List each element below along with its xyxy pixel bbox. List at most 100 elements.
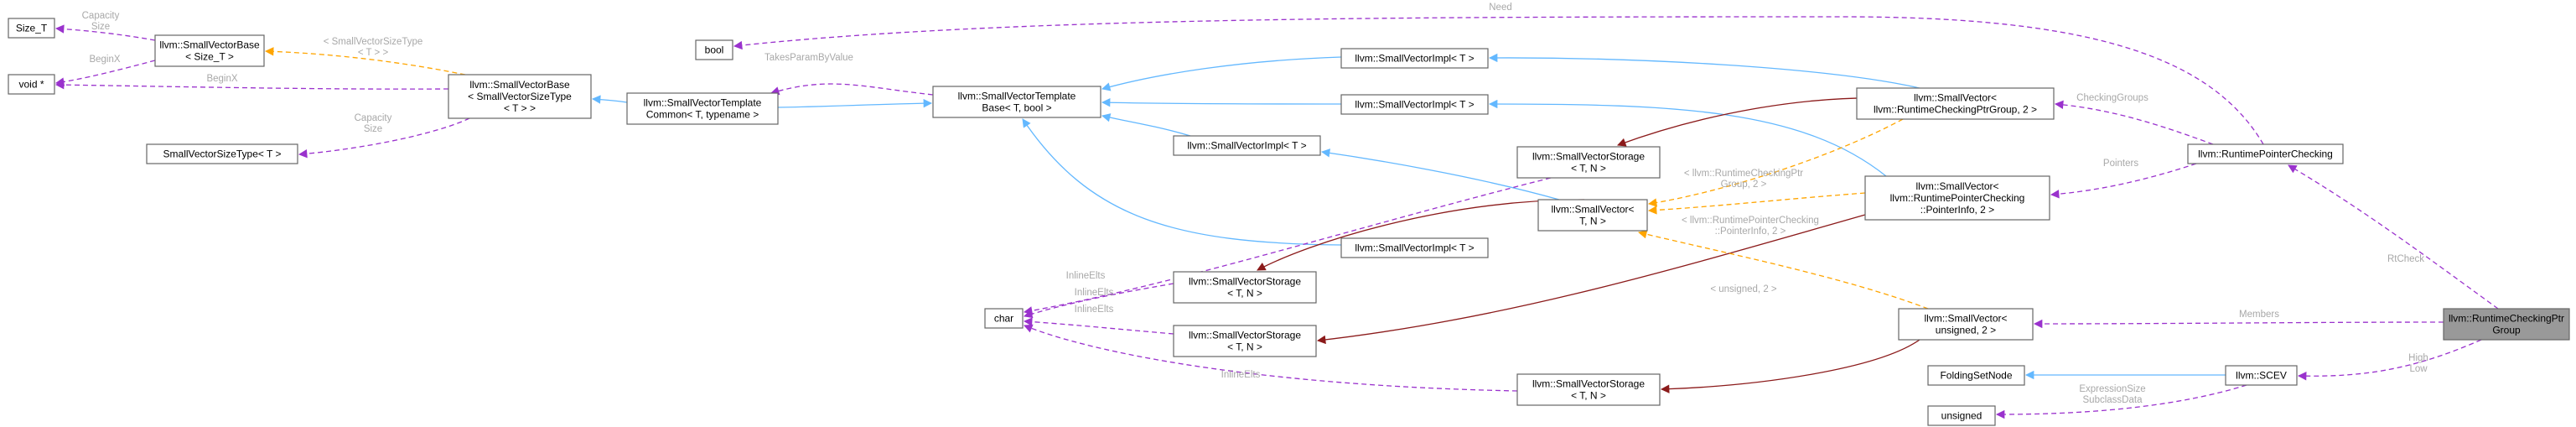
node-label: Group bbox=[2492, 325, 2521, 336]
node-box bbox=[1173, 135, 1321, 156]
node-label: llvm::SmallVectorImpl< T > bbox=[1355, 99, 1474, 111]
node-size-t[interactable]: Size_T bbox=[8, 18, 55, 39]
edge-label: InlineElts bbox=[1221, 370, 1261, 380]
node-sv-ptr[interactable]: llvm::SmallVector<llvm::RuntimePointerCh… bbox=[1864, 175, 2050, 221]
node-svs2[interactable]: llvm::SmallVectorStorage< T, N > bbox=[1173, 271, 1317, 304]
edge-svs1-to-char bbox=[1023, 177, 1552, 315]
edge-label: Need bbox=[1489, 3, 1512, 13]
node-label: Base< T, bool > bbox=[982, 102, 1051, 114]
edge-label: < unsigned, 2 > bbox=[1710, 284, 1777, 294]
node-label: llvm::SmallVectorStorage bbox=[1532, 378, 1645, 390]
node-label: llvm::SCEV bbox=[2236, 370, 2287, 382]
edge-label: InlineElts bbox=[1066, 271, 1106, 281]
edge-rpc-to-sv_ptr bbox=[2050, 163, 2197, 199]
edge-sv_grp-to-sv bbox=[1647, 118, 1904, 207]
edge-line bbox=[1637, 230, 1929, 310]
edge-line bbox=[1101, 113, 1191, 137]
node-label: < T, N > bbox=[1227, 341, 1262, 353]
node-svs4[interactable]: llvm::SmallVectorStorage< T, N > bbox=[1516, 373, 1661, 406]
node-folding[interactable]: FoldingSetNode bbox=[1927, 365, 2025, 386]
node-sv-uns[interactable]: llvm::SmallVector<unsigned, 2 > bbox=[1898, 308, 2034, 341]
node-box bbox=[8, 74, 55, 95]
node-label: llvm::SmallVectorStorage bbox=[1189, 276, 1301, 288]
node-rpc[interactable]: llvm::RuntimePointerChecking bbox=[2187, 143, 2344, 164]
node-label: char bbox=[994, 313, 1013, 325]
edge-line bbox=[1023, 317, 1174, 335]
node-label: llvm::SmallVector< bbox=[1551, 204, 1634, 216]
node-svs1[interactable]: llvm::SmallVectorStorage< T, N > bbox=[1516, 146, 1661, 179]
node-unsigned[interactable]: unsigned bbox=[1927, 405, 1996, 426]
node-box bbox=[1516, 373, 1661, 406]
node-box bbox=[1927, 405, 1996, 426]
edge-line bbox=[1024, 283, 1174, 319]
edge-label: < SmallVectorSizeType< T > > bbox=[324, 37, 423, 58]
node-svbase-size[interactable]: llvm::SmallVectorBase< Size_T > bbox=[154, 34, 265, 67]
edge-line bbox=[1647, 118, 1904, 207]
node-bool[interactable]: bool bbox=[695, 39, 733, 60]
node-box bbox=[1516, 146, 1661, 179]
edge-sv_uns-to-sv bbox=[1637, 230, 1929, 310]
node-box bbox=[154, 34, 265, 67]
edge-line bbox=[1101, 56, 1342, 91]
edge-line bbox=[1660, 339, 1920, 393]
edge-sv_ptr-to-sv bbox=[1647, 192, 1866, 215]
node-box bbox=[932, 86, 1101, 118]
node-sv-grp[interactable]: llvm::SmallVector<llvm::RuntimeCheckingP… bbox=[1856, 87, 2055, 120]
node-svi2[interactable]: llvm::SmallVectorImpl< T > bbox=[1340, 94, 1489, 115]
node-label: bool bbox=[705, 44, 724, 56]
edge-line bbox=[591, 95, 628, 104]
edge-line bbox=[733, 16, 2264, 145]
node-label: llvm::SmallVectorBase bbox=[469, 79, 570, 91]
edge-sv_ptr-to-svs3 bbox=[1316, 214, 1866, 345]
node-label: SmallVectorSizeType< T > bbox=[163, 148, 282, 160]
edge-line bbox=[2050, 163, 2197, 199]
node-svi3[interactable]: llvm::SmallVectorImpl< T > bbox=[1173, 135, 1321, 156]
node-rcpg[interactable]: llvm::RuntimeCheckingPtrGroup bbox=[2443, 308, 2570, 341]
edge-svbase-to-void bbox=[54, 80, 449, 90]
edge-line bbox=[1101, 98, 1342, 107]
node-label: < T, N > bbox=[1571, 163, 1606, 174]
edge-svtb-to-svtc bbox=[770, 83, 934, 96]
edge-label: CheckingGroups bbox=[2076, 93, 2148, 103]
edge-line bbox=[1257, 199, 1585, 271]
node-svsizetype[interactable]: SmallVectorSizeType< T > bbox=[146, 143, 298, 164]
node-svi4[interactable]: llvm::SmallVectorImpl< T > bbox=[1340, 237, 1489, 258]
node-label: llvm::SmallVectorTemplate bbox=[958, 91, 1076, 102]
edge-svi2-to-svtb bbox=[1101, 98, 1342, 107]
node-box bbox=[626, 92, 779, 125]
node-sv[interactable]: llvm::SmallVector<T, N > bbox=[1537, 199, 1648, 232]
edge-line bbox=[770, 83, 934, 96]
node-label: Common< T, typename > bbox=[646, 109, 759, 121]
node-label: llvm::SmallVector< bbox=[1924, 313, 2007, 325]
node-label: llvm::RuntimeCheckingPtr bbox=[2449, 313, 2564, 325]
node-box bbox=[695, 39, 733, 60]
node-svi1[interactable]: llvm::SmallVectorImpl< T > bbox=[1340, 48, 1489, 69]
node-box bbox=[1927, 365, 2025, 386]
node-svbase[interactable]: llvm::SmallVectorBase< SmallVectorSizeTy… bbox=[448, 74, 592, 119]
edge-rcpg-to-rpc bbox=[2288, 164, 2499, 310]
edge-svtc-to-svtb bbox=[777, 98, 933, 108]
node-label: llvm::SmallVectorImpl< T > bbox=[1187, 140, 1306, 152]
node-char[interactable]: char bbox=[984, 308, 1024, 329]
node-scev[interactable]: llvm::SCEV bbox=[2225, 365, 2298, 386]
edge-sv_uns-to-svs4 bbox=[1660, 339, 1920, 393]
edge-line bbox=[54, 24, 156, 41]
node-box bbox=[1173, 271, 1317, 304]
node-svs3[interactable]: llvm::SmallVectorStorage< T, N > bbox=[1173, 325, 1317, 357]
node-box bbox=[448, 74, 592, 119]
node-box bbox=[1340, 94, 1489, 115]
node-void[interactable]: void * bbox=[8, 74, 55, 95]
edge-svbase-to-svsizetype bbox=[298, 117, 470, 159]
node-label: llvm::SmallVectorImpl< T > bbox=[1355, 242, 1474, 254]
edge-line bbox=[777, 98, 933, 108]
node-label: llvm::SmallVector< bbox=[1914, 92, 1997, 104]
edge-rpc-to-bool bbox=[733, 16, 2264, 145]
node-box bbox=[1864, 175, 2050, 221]
edge-sv_ptr-to-svi2 bbox=[1488, 99, 1887, 177]
edge-sv-to-svi3 bbox=[1320, 148, 1560, 200]
node-label: < T > > bbox=[504, 102, 536, 114]
